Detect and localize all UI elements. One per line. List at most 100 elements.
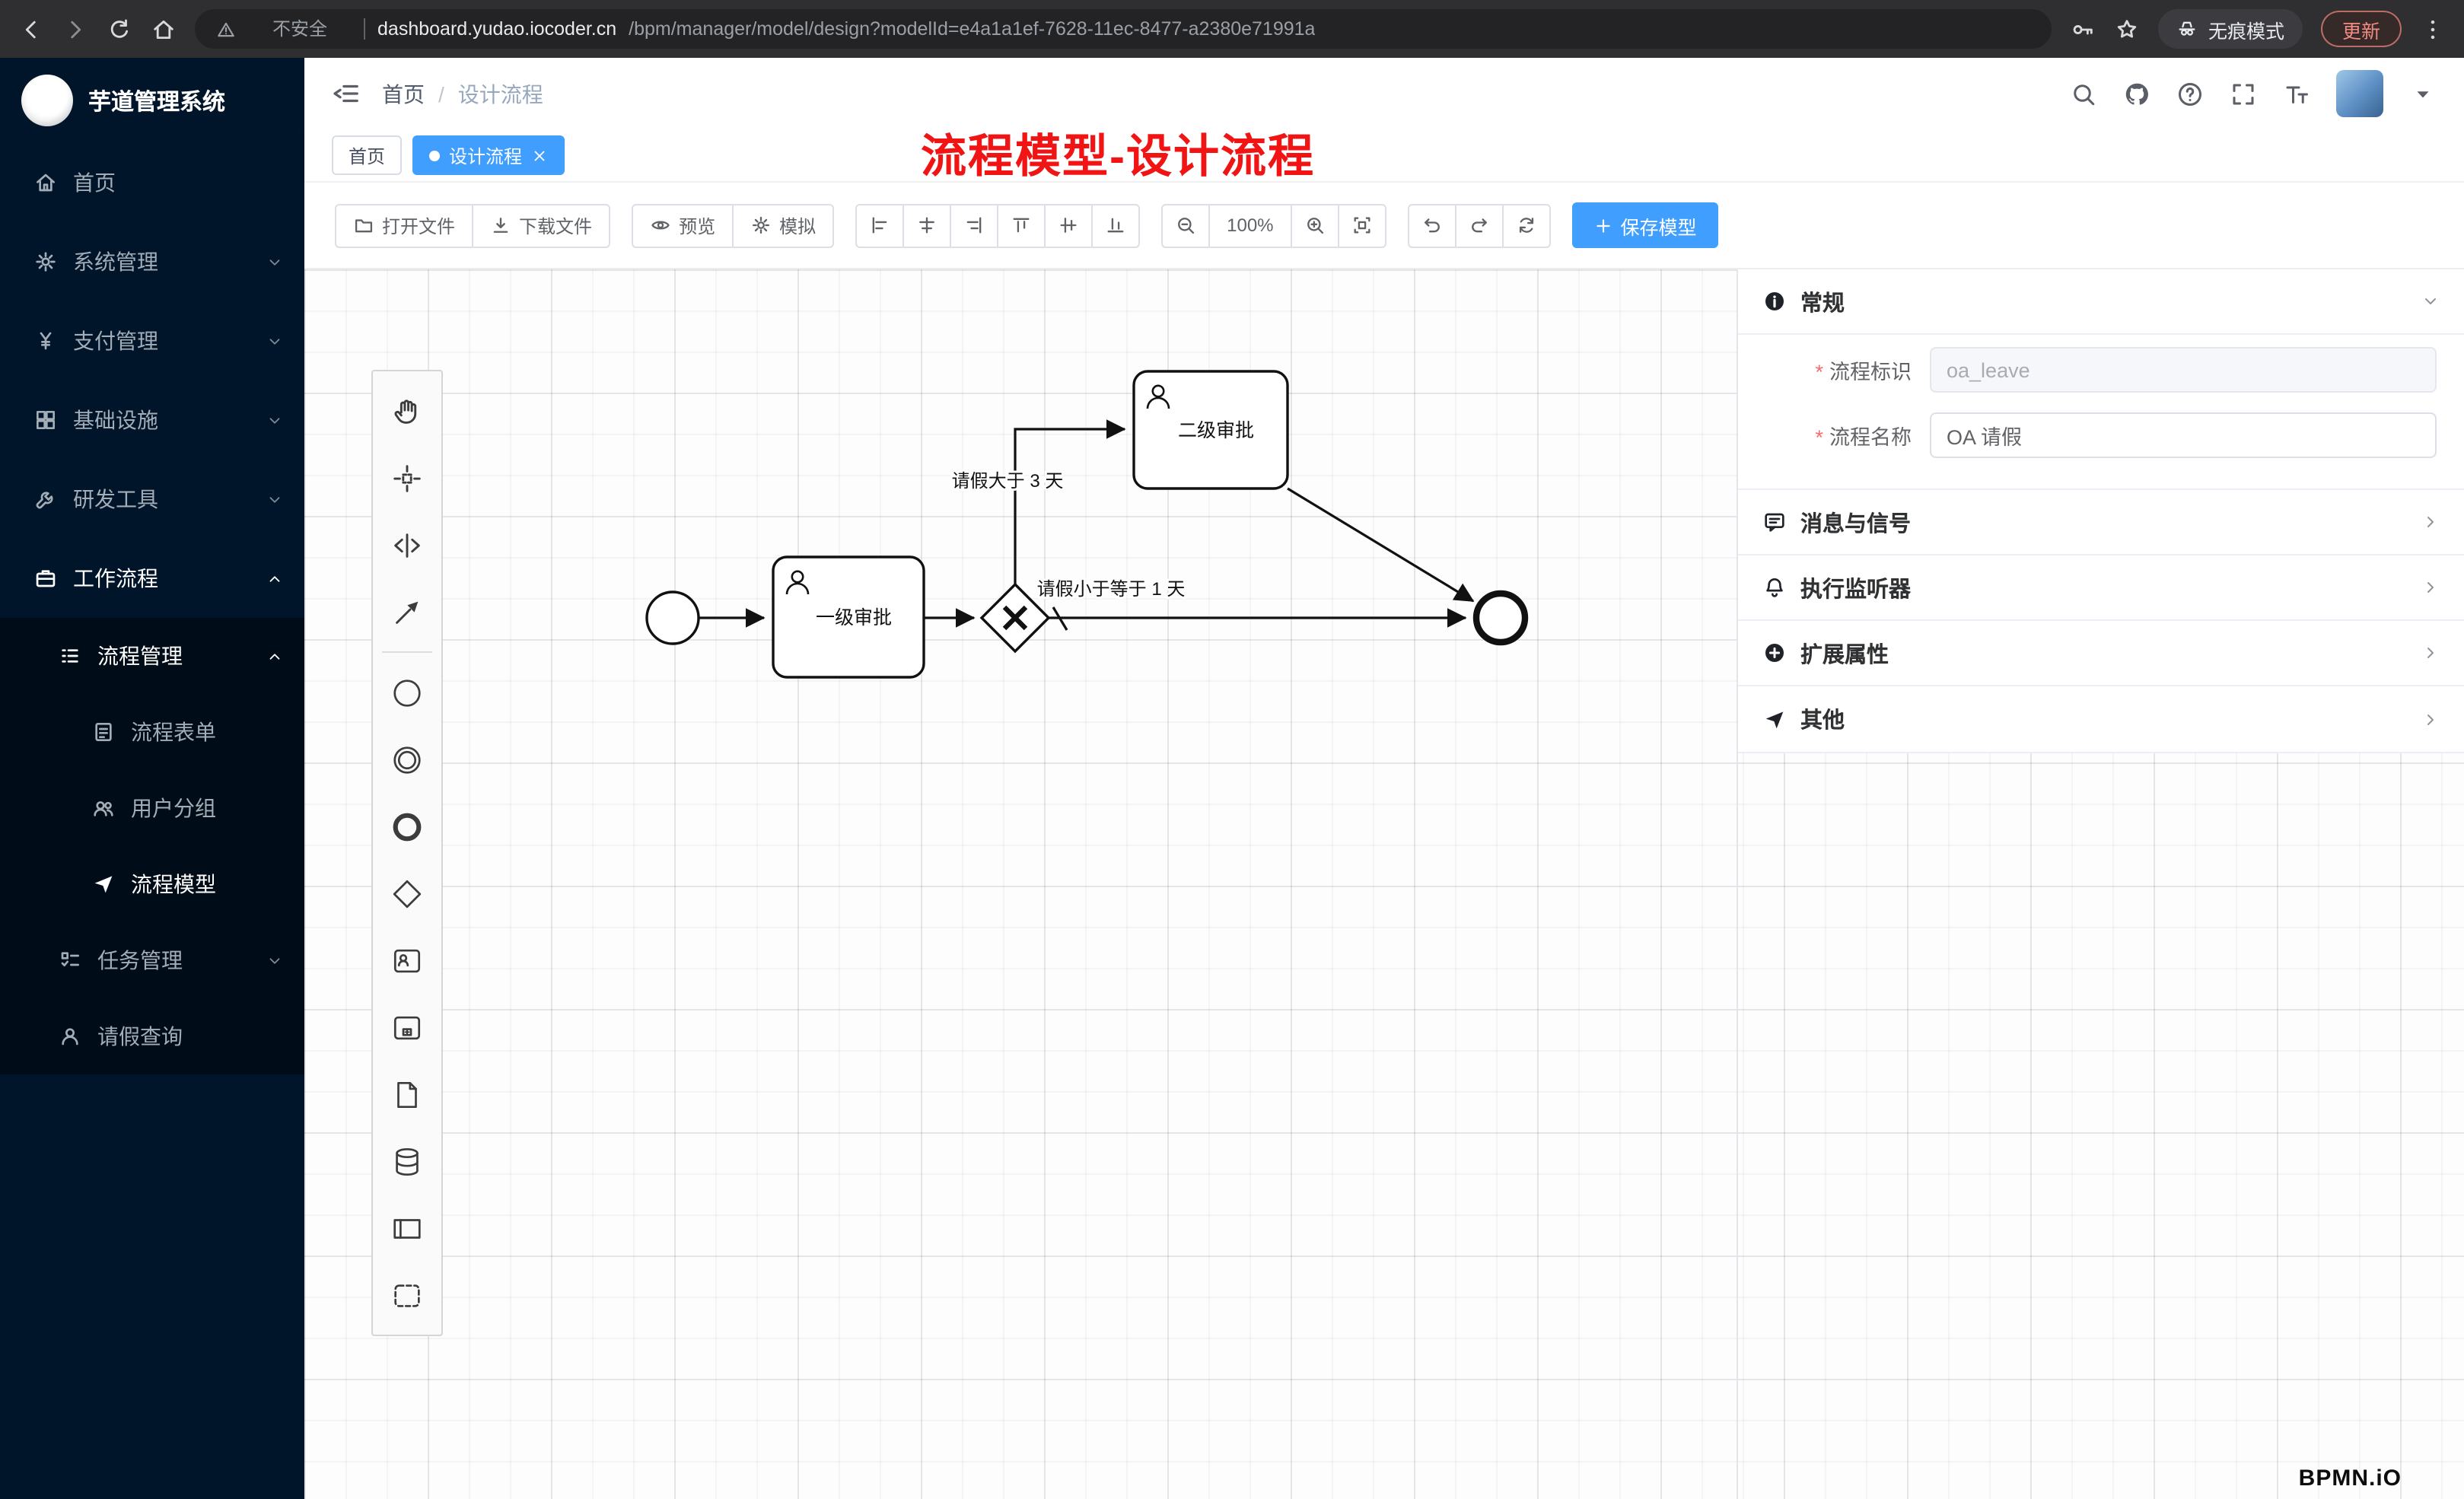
- exclusive-gateway-node[interactable]: [979, 582, 1051, 654]
- sidebar-item-user-group[interactable]: 用户分组: [0, 770, 304, 846]
- restart-button[interactable]: [1501, 203, 1551, 247]
- comment-icon: [1762, 510, 1787, 534]
- create-gateway-icon[interactable]: [373, 860, 441, 927]
- zoom-level: 100%: [1208, 203, 1292, 247]
- sidebar-item-home[interactable]: 首页: [0, 143, 304, 222]
- sidebar-item-process-mgmt[interactable]: 流程管理: [0, 618, 304, 694]
- redo-icon: [1469, 215, 1490, 236]
- sidebar-item-process-form[interactable]: 流程表单: [0, 694, 304, 770]
- flow-task2-to-end[interactable]: [1287, 487, 1475, 603]
- svg-text:一级审批: 一级审批: [816, 607, 892, 629]
- element-palette: [371, 370, 443, 1336]
- user-avatar[interactable]: [2336, 70, 2383, 117]
- task-second-approval[interactable]: 二级审批: [1132, 370, 1289, 490]
- app-title: 芋道管理系统: [88, 89, 226, 115]
- bpmn-io-logo[interactable]: BPMN.iO: [2298, 1466, 2402, 1491]
- not-secure-icon[interactable]: [216, 19, 236, 39]
- sidebar-item-devtools[interactable]: 研发工具: [0, 460, 304, 539]
- section-general-body: 流程标识 流程名称: [1738, 335, 2464, 490]
- align-right-button[interactable]: [950, 203, 999, 247]
- download-file-button[interactable]: 下载文件: [472, 203, 611, 247]
- process-key-input[interactable]: [1930, 347, 2437, 393]
- sidebar-submenu-workflow: 流程管理 流程表单 用户分组 流程模型 任务管理: [0, 618, 304, 1074]
- section-other[interactable]: 其他: [1738, 686, 2464, 752]
- sidebar-item-payment[interactable]: 支付管理: [0, 301, 304, 380]
- sidebar-item-leave-query[interactable]: 请假查询: [0, 998, 304, 1074]
- sidebar-item-infra[interactable]: 基础设施: [0, 380, 304, 460]
- browser-reload-icon[interactable]: [107, 16, 132, 42]
- github-icon[interactable]: [2123, 80, 2150, 107]
- close-tab-icon[interactable]: [531, 147, 548, 164]
- create-file-icon[interactable]: [373, 1061, 441, 1128]
- redo-button[interactable]: [1454, 203, 1504, 247]
- bpmn-canvas[interactable]: 请假大于 3 天 请假小于等于 1 天 一级审批: [304, 268, 2464, 1499]
- sidebar-item-system[interactable]: 系统管理: [0, 222, 304, 301]
- lasso-tool-icon[interactable]: [373, 444, 441, 511]
- app-logo[interactable]: 芋道管理系统: [0, 58, 304, 143]
- section-message-signal[interactable]: 消息与信号: [1738, 490, 2464, 555]
- breadcrumb-home[interactable]: 首页: [382, 81, 425, 106]
- align-middle-button[interactable]: [1044, 203, 1094, 247]
- font-size-icon[interactable]: [2283, 80, 2310, 107]
- fullscreen-icon[interactable]: [2230, 80, 2257, 107]
- sidebar-item-task-mgmt[interactable]: 任务管理: [0, 922, 304, 998]
- briefcase-icon: [33, 566, 58, 590]
- section-execution-listener[interactable]: 执行监听器: [1738, 555, 2464, 621]
- flow-label-lte-1-day[interactable]: 请假小于等于 1 天: [1035, 577, 1188, 602]
- task-first-approval[interactable]: 一级审批: [772, 555, 925, 679]
- chevron-down-icon: [266, 333, 283, 349]
- process-name-input[interactable]: [1930, 412, 2437, 458]
- create-intermediate-event-icon[interactable]: [373, 726, 441, 793]
- browser-home-icon[interactable]: [151, 16, 177, 42]
- align-center-icon: [916, 215, 938, 236]
- create-user-task-icon[interactable]: [373, 927, 441, 994]
- flow-label-gt-3-days[interactable]: 请假大于 3 天: [950, 469, 1066, 494]
- browser-forward-icon[interactable]: [62, 16, 88, 42]
- flow-gateway-to-task2[interactable]: [1014, 419, 1126, 586]
- zoom-out-button[interactable]: [1161, 203, 1211, 247]
- create-start-event-icon[interactable]: [373, 659, 441, 726]
- create-participant-icon[interactable]: [373, 1195, 441, 1262]
- avatar-caret-icon[interactable]: [2409, 80, 2437, 107]
- align-top-button[interactable]: [997, 203, 1046, 247]
- align-left-button[interactable]: [855, 203, 905, 247]
- create-subprocess-icon[interactable]: [373, 994, 441, 1061]
- browser-toolbar: 不安全 dashboard.yudao.iocoder.cn /bpm/mana…: [0, 0, 2464, 62]
- browser-back-icon[interactable]: [18, 16, 44, 42]
- align-center-button[interactable]: [903, 203, 952, 247]
- section-general[interactable]: 常规: [1738, 269, 2464, 335]
- password-manager-icon[interactable]: [2070, 16, 2096, 42]
- simulate-button[interactable]: 模拟: [732, 203, 835, 247]
- sidebar-item-process-model[interactable]: 流程模型: [0, 846, 304, 922]
- align-bottom-button[interactable]: [1091, 203, 1141, 247]
- palette-separator: [382, 651, 432, 653]
- preview-button[interactable]: 预览: [632, 203, 734, 247]
- create-end-event-icon[interactable]: [373, 793, 441, 860]
- end-event-node[interactable]: [1472, 590, 1529, 646]
- undo-button[interactable]: [1407, 203, 1456, 247]
- global-connect-tool-icon[interactable]: [373, 578, 441, 645]
- address-bar[interactable]: 不安全 dashboard.yudao.iocoder.cn /bpm/mana…: [195, 9, 2052, 62]
- active-tab-dot: [429, 150, 441, 161]
- create-group-icon[interactable]: [373, 1262, 441, 1329]
- hand-tool-icon[interactable]: [373, 377, 441, 444]
- zoom-in-button[interactable]: [1290, 203, 1339, 247]
- bookmark-icon[interactable]: [2114, 16, 2140, 42]
- browser-menu-icon[interactable]: [2420, 16, 2446, 42]
- sidebar-item-workflow[interactable]: 工作流程: [0, 539, 304, 618]
- help-icon[interactable]: [2176, 80, 2204, 107]
- browser-update-button[interactable]: 更新: [2320, 11, 2402, 47]
- search-icon[interactable]: [2070, 80, 2097, 107]
- tab-home[interactable]: 首页: [332, 135, 403, 175]
- zoom-fit-button[interactable]: [1337, 203, 1386, 247]
- tab-design-process[interactable]: 设计流程: [412, 135, 565, 175]
- sidebar-collapse-icon[interactable]: [332, 79, 361, 108]
- start-event-node[interactable]: [645, 590, 700, 645]
- chevron-down-icon: [266, 952, 283, 969]
- save-model-button[interactable]: 保存模型: [1571, 202, 1718, 248]
- open-file-button[interactable]: 打开文件: [335, 203, 474, 247]
- folder-icon: [353, 215, 374, 236]
- create-data-store-icon[interactable]: [373, 1128, 441, 1195]
- space-tool-icon[interactable]: [373, 511, 441, 578]
- section-extended-attrs[interactable]: 扩展属性: [1738, 621, 2464, 686]
